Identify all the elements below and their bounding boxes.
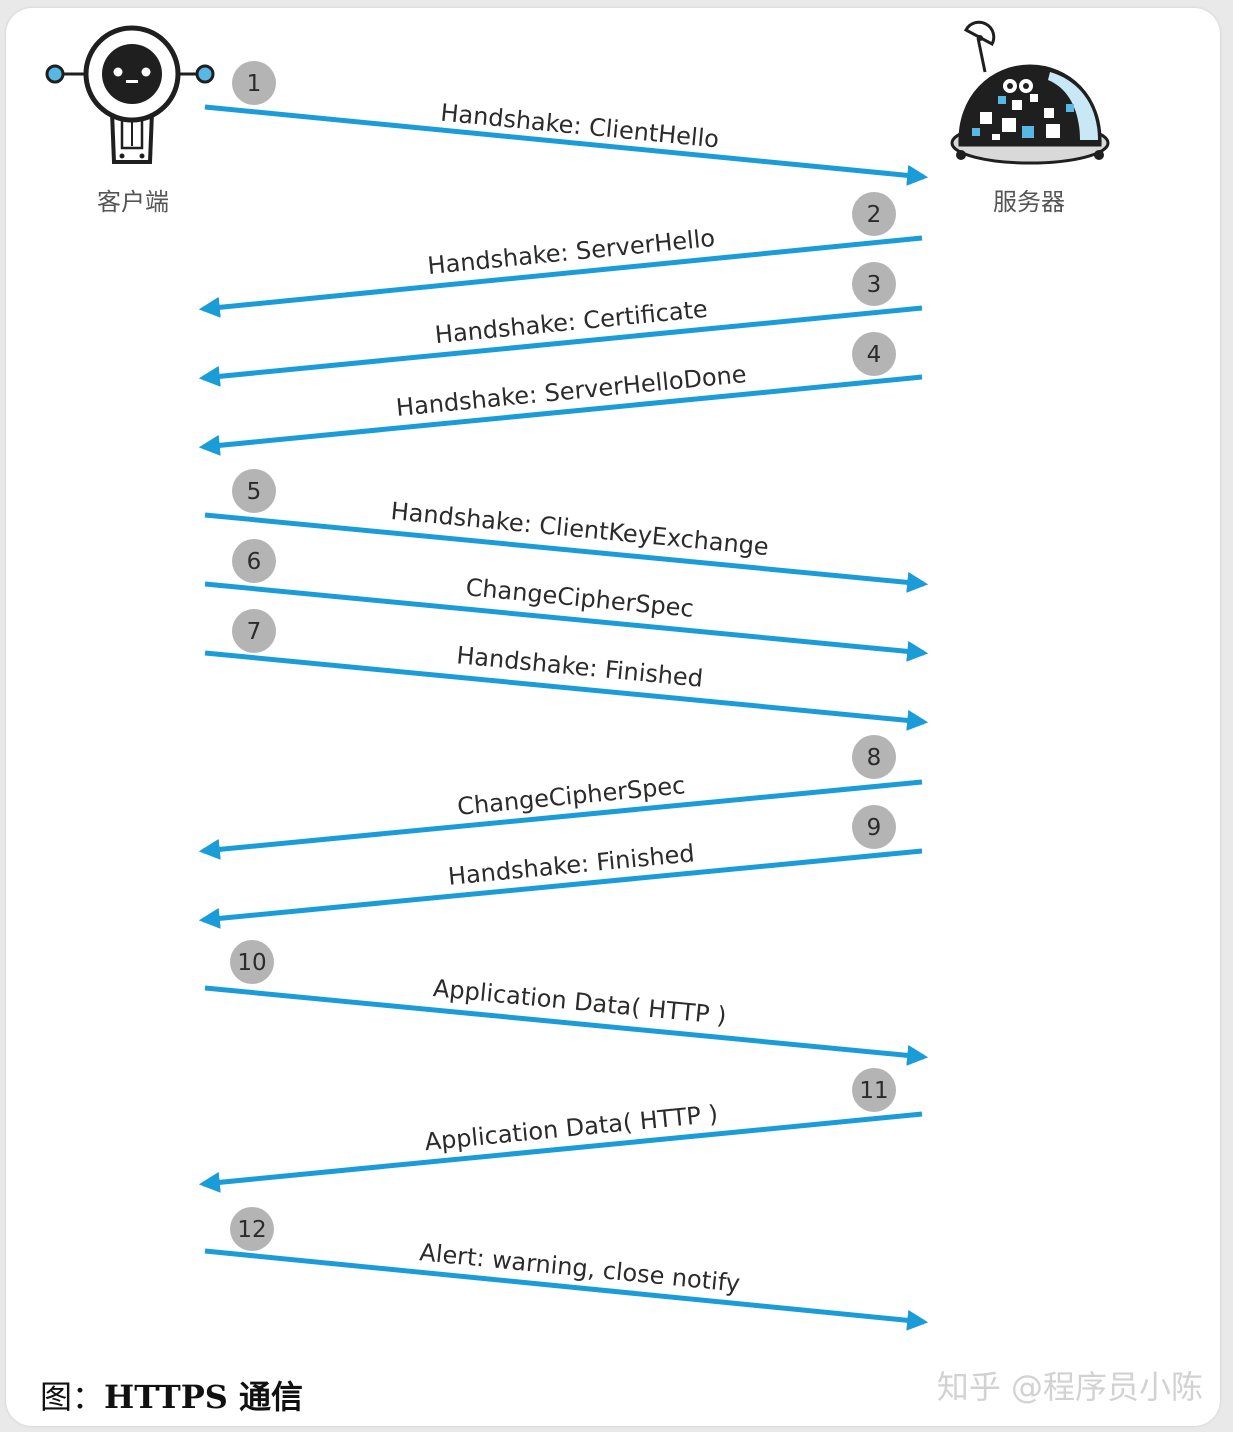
step-badge — [230, 940, 274, 984]
server-robot-icon — [950, 20, 1110, 165]
message-7: 7 Handshake: Finished — [204, 609, 929, 731]
message-10: 10 Application Data( HTTP ) — [204, 940, 929, 1066]
message-arrow — [198, 848, 923, 929]
watermark: 知乎 @程序员小陈 — [936, 1368, 1203, 1406]
message-arrow — [204, 1248, 929, 1331]
step-number: 6 — [247, 549, 262, 575]
message-3: 3 Handshake: Certificate — [198, 262, 923, 387]
client-label: 客户端 — [97, 188, 169, 216]
message-arrow — [198, 235, 923, 318]
step-number: 8 — [867, 745, 882, 771]
message-arrow — [198, 374, 923, 456]
message-arrow — [198, 305, 923, 387]
step-number: 12 — [237, 1217, 266, 1243]
message-arrow — [204, 581, 929, 662]
step-badge — [852, 332, 896, 376]
step-number: 7 — [247, 619, 262, 645]
step-number: 10 — [237, 950, 266, 976]
message-11: 11 Application Data( HTTP ) — [198, 1068, 923, 1193]
step-badge — [852, 192, 896, 236]
step-number: 11 — [859, 1078, 888, 1104]
message-list: 1 Handshake: ClientHello 2 Handshake: Se… — [198, 61, 929, 1331]
message-8: 8 ChangeCipherSpec — [198, 735, 923, 860]
step-badge — [852, 735, 896, 779]
step-number: 2 — [867, 202, 882, 228]
step-number: 4 — [867, 342, 882, 368]
message-2: 2 Handshake: ServerHello — [198, 192, 923, 318]
message-9: 9 Handshake: Finished — [198, 805, 923, 929]
message-arrow — [204, 650, 929, 731]
step-number: 1 — [247, 71, 262, 97]
https-sequence-diagram: 客户端 服务器 1 Handshake: ClientHello 2 Hands… — [45, 20, 1110, 1331]
message-arrow — [204, 985, 929, 1066]
step-badge — [232, 61, 276, 105]
message-label: ChangeCipherSpec — [465, 573, 695, 623]
step-badge — [852, 1068, 896, 1112]
message-label: Handshake: Finished — [455, 641, 704, 693]
client-robot-icon — [45, 25, 215, 164]
message-arrow — [198, 1111, 923, 1193]
caption-prefix: 图： — [40, 1378, 105, 1416]
message-arrow — [204, 104, 929, 186]
message-5: 5 Handshake: ClientKeyExchange — [204, 469, 929, 593]
step-badge — [232, 609, 276, 653]
step-badge — [230, 1207, 274, 1251]
step-badge — [852, 262, 896, 306]
message-4: 4 Handshake: ServerHelloDone — [198, 332, 923, 456]
message-arrow — [204, 512, 929, 593]
caption-title: HTTPS 通信 — [104, 1378, 304, 1416]
step-badge — [852, 805, 896, 849]
message-12: 12 Alert: warning, close notify — [204, 1207, 929, 1331]
message-6: 6 ChangeCipherSpec — [204, 539, 929, 662]
step-badge — [232, 469, 276, 513]
server-label: 服务器 — [993, 188, 1065, 216]
step-badge — [232, 539, 276, 583]
figure-caption: 图：HTTPS 通信 — [40, 1372, 303, 1418]
step-number: 9 — [867, 815, 882, 841]
message-1: 1 Handshake: ClientHello — [204, 61, 929, 186]
message-arrow — [198, 779, 923, 860]
step-number: 5 — [247, 479, 262, 505]
step-number: 3 — [867, 272, 882, 298]
